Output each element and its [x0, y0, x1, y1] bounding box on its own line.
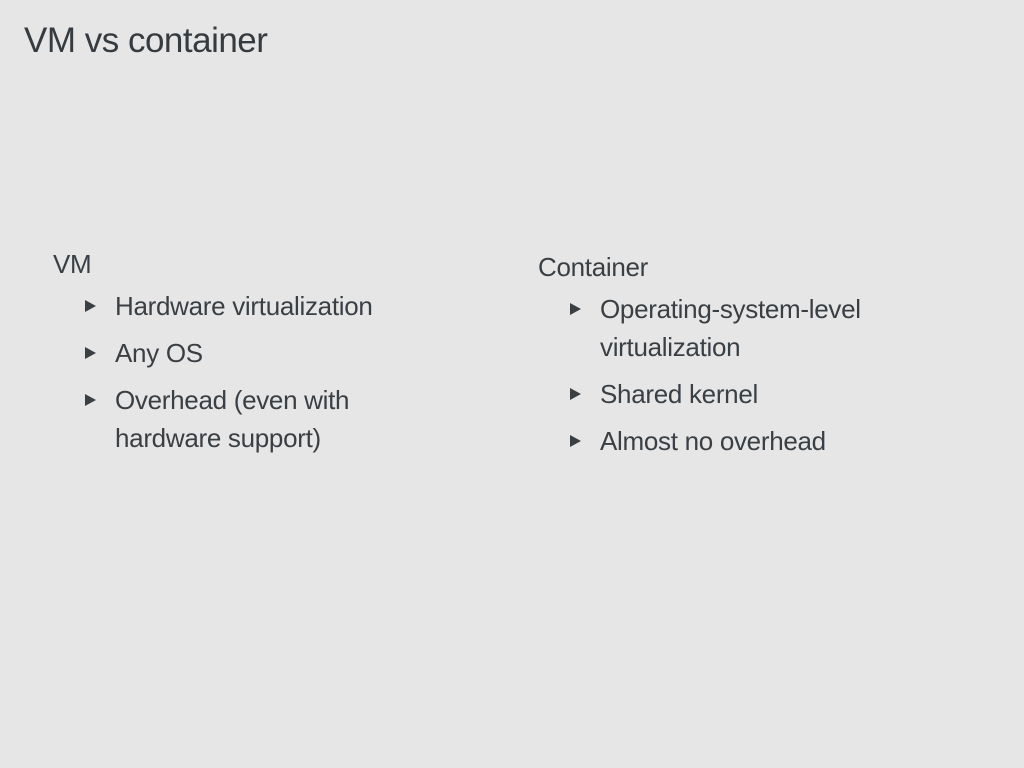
- bullet-item: Any OS: [85, 334, 435, 372]
- container-heading: Container: [538, 252, 649, 282]
- triangle-bullet-icon: [85, 346, 96, 359]
- triangle-bullet-icon: [570, 387, 581, 400]
- triangle-bullet-icon: [570, 302, 581, 315]
- triangle-bullet-icon: [570, 434, 581, 447]
- triangle-bullet-icon: [85, 299, 96, 312]
- bullet-text: Operating-system-level virtualization: [600, 293, 861, 362]
- bullet-item: Almost no overhead: [570, 422, 920, 460]
- slide-title: VM vs container: [24, 21, 268, 60]
- vm-heading: VM: [53, 249, 92, 279]
- vm-bullet-list: Hardware virtualization Any OS Overhead …: [53, 287, 473, 457]
- bullet-text: Shared kernel: [600, 378, 758, 409]
- triangle-bullet-icon: [85, 393, 96, 406]
- bullet-item: Operating-system-level virtualization: [570, 290, 920, 366]
- bullet-text: Any OS: [115, 337, 203, 368]
- bullet-text: Almost no overhead: [600, 425, 826, 456]
- container-bullet-list: Operating-system-level virtualization Sh…: [538, 290, 958, 460]
- bullet-item: Hardware virtualization: [85, 287, 435, 325]
- container-column: Container Operating-system-level virtual…: [538, 251, 958, 469]
- bullet-text: Hardware virtualization: [115, 290, 373, 321]
- bullet-item: Overhead (even with hardware support): [85, 381, 415, 457]
- bullet-text: Overhead (even with hardware support): [115, 384, 350, 453]
- bullet-item: Shared kernel: [570, 375, 920, 413]
- vm-column: VM Hardware virtualization Any OS Overhe…: [53, 248, 473, 466]
